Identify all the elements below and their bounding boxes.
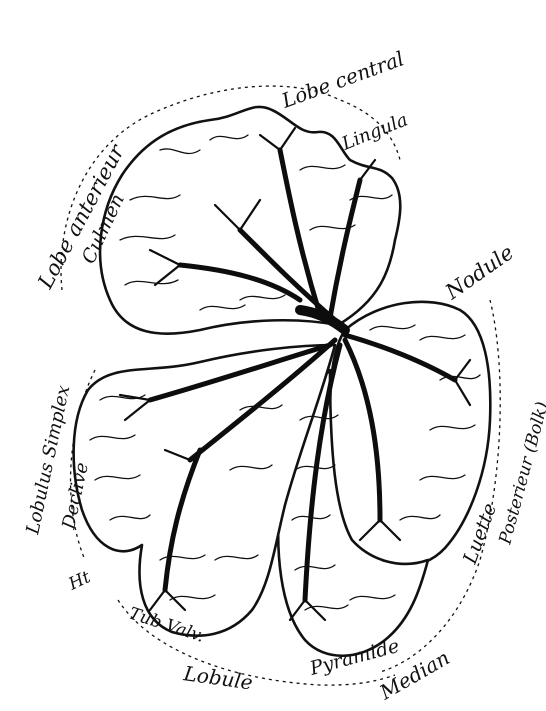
label-lingula: Lingula bbox=[338, 109, 411, 155]
label-posterieur-bolk: Posterieur (Bolk) bbox=[495, 400, 546, 548]
cerebellum-outline bbox=[74, 107, 491, 656]
label-ht: Ht bbox=[65, 567, 94, 595]
label-lobule: Lobule bbox=[181, 661, 254, 695]
right-posterior-lobe bbox=[330, 302, 490, 566]
label-lobe-central: Lobe central bbox=[278, 46, 408, 113]
label-nodule: Nodule bbox=[440, 240, 518, 304]
